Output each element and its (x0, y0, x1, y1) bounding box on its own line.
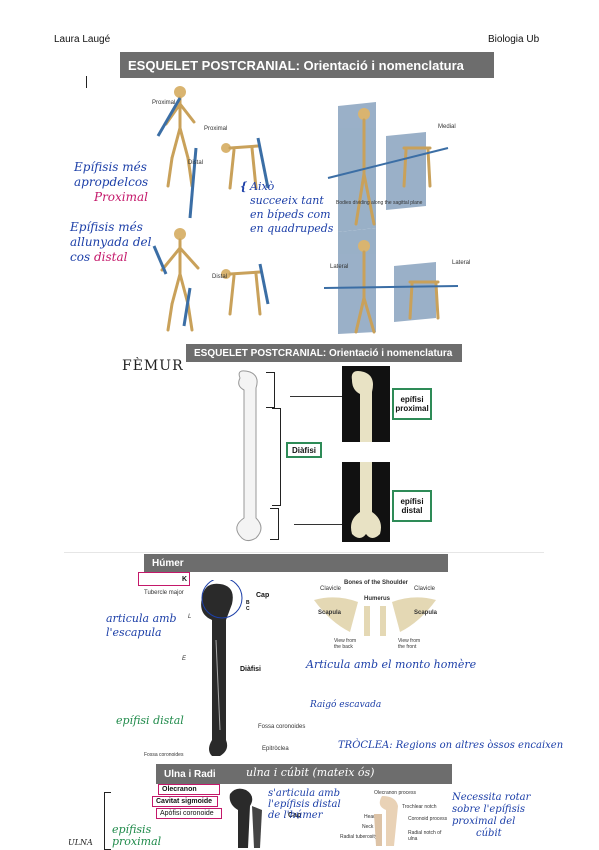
label-scapula-a: Scapula (318, 610, 342, 616)
box-cavitat: Cavitat sigmoide (152, 796, 218, 807)
note-troclea: TRÒCLEA: Regions on altres òssos encaixe… (338, 740, 564, 751)
note-articula-escapula: articula amb l'escapula (106, 612, 177, 639)
slide-title: ESQUELET POSTCRANIAL: Orientació i nomen… (120, 52, 494, 78)
elbow-drawing (374, 796, 398, 846)
label-fossa: Fossa coronoides (258, 724, 306, 730)
photo-femur-proximal (342, 366, 390, 442)
note-raig: Raigó escavada (310, 700, 382, 710)
box-epifisi-proximal: epífisi proximal (392, 388, 432, 420)
humerus-drawing (201, 580, 243, 756)
label-medial: Medial (438, 124, 456, 130)
bracket-diaphysis (272, 408, 281, 506)
brace-mark: { (240, 180, 248, 193)
label-scapula-b: Scapula (414, 610, 438, 616)
label-neck: Neck (362, 824, 374, 830)
box-apofisi: Apòfisi coronoide (156, 808, 222, 819)
pen-mark (86, 76, 87, 88)
label-trochlear-notch: Trochlear notch (402, 804, 437, 810)
shoulder-title: Bones of the Shoulder (344, 580, 409, 586)
slide-title: Húmer (144, 554, 448, 572)
label-letter-c: C (246, 606, 250, 612)
brace-left (104, 792, 111, 850)
bracket-proximal (266, 372, 275, 408)
label-olecranon-process: Olecranon process (374, 790, 416, 796)
label-distal-b: Distal (212, 274, 228, 280)
note-femur: FÈMUR (122, 358, 184, 374)
slide-femur: ESQUELET POSTCRANIAL: Orientació i nomen… (186, 344, 462, 544)
subject-header: Biologia Ub (488, 34, 540, 45)
label-cap: Cap (256, 592, 270, 599)
label-head: Head (364, 814, 376, 820)
label-letter-e: E (182, 656, 187, 662)
note-epifisis-proximal: epífisis proximal (112, 823, 162, 848)
box-tubercle: K (138, 572, 190, 586)
arrow-distal (294, 524, 342, 525)
skeleton-illustrations (152, 86, 459, 334)
label-letter-l: L (188, 614, 192, 620)
label-proximal-a: Proximal (152, 100, 176, 106)
note-epifisi-distal-humer: epífisi distal (116, 714, 184, 727)
box-olecranon: Olecranon (158, 784, 220, 795)
author-header: Laura Laugé (54, 34, 111, 45)
label-proximal-b: Proximal (204, 126, 228, 132)
photo-femur-distal (342, 462, 390, 542)
femur-drawing (236, 370, 262, 542)
note-articula-cap: Articula amb el monto homère (306, 658, 477, 671)
shoulder-bones (314, 597, 436, 636)
label-clavicle-a: Clavicle (320, 586, 342, 592)
label-view-front: View from the front (398, 638, 421, 650)
label-lateral-b: Lateral (452, 260, 471, 266)
skeleton-quadruped-top (221, 143, 260, 190)
label-radial-notch: Radial notch of ulna (408, 830, 442, 842)
label-view-back: View from the back (334, 638, 357, 650)
note-ulna-side: ULNA (68, 838, 93, 847)
slide-humer: Húmer (138, 554, 448, 754)
label-lateral-a: Lateral (330, 264, 349, 270)
slide-orientation: ESQUELET POSTCRANIAL: Orientació i nomen… (118, 52, 494, 334)
label-distal-a: Distal (188, 160, 204, 166)
label-fossa-bottom: Fossa coronoides (144, 752, 184, 758)
label-clavicle-b: Clavicle (414, 586, 436, 592)
ulna-drawing (229, 788, 262, 848)
bracket-distal (270, 508, 279, 540)
box-diafisi: Diàfisi (286, 442, 322, 458)
label-humerus: Humerus (364, 596, 391, 602)
label-tubercle: Tubercle major (144, 590, 184, 596)
box-epifisi-distal: epífisi distal (392, 490, 432, 522)
label-letter-b: B (246, 600, 250, 606)
sagittal-planes (338, 102, 436, 334)
slide-title: Ulna i Radi (164, 768, 216, 780)
note-epifisi-distal: Epífisis més allunyada del cos distal (70, 220, 152, 264)
skeleton-quadruped-bottom (221, 269, 262, 316)
note-epifisi-proximal: Epífisis més apropdelcos Proximal (74, 160, 149, 204)
label-diafisi: Diàfisi (240, 666, 262, 673)
note-ulna-cubit: ulna i cúbit (mateix ós) (246, 766, 375, 779)
divider (64, 552, 544, 553)
label-coronoid: Coronoid process (408, 816, 448, 822)
shoulder-figure: Bones of the Shoulder Clavicle Clavicle … (306, 580, 444, 654)
label-cap-ulna: Cap (288, 812, 302, 819)
slide-title: ESQUELET POSTCRANIAL: Orientació i nomen… (186, 344, 462, 362)
label-radial-tuberosity: Radial tuberosity (340, 834, 378, 840)
arrow-proximal (290, 396, 342, 397)
note-sarticula: s'articula amb l'epífisis distal de l'hú… (268, 788, 341, 821)
label-sagittal: Bodies dividing along the sagittal plane (336, 200, 423, 206)
skeleton-biped-bottom (160, 228, 200, 332)
slide-title-ulna: Ulna i Radi (156, 764, 452, 784)
note-necessita: Necessita rotar sobre l'epífisis proxima… (452, 792, 531, 839)
label-epitroclea: Epitròclea (262, 746, 289, 752)
note-aixo: Això succeeix tant en bípeds com en quad… (250, 180, 334, 235)
